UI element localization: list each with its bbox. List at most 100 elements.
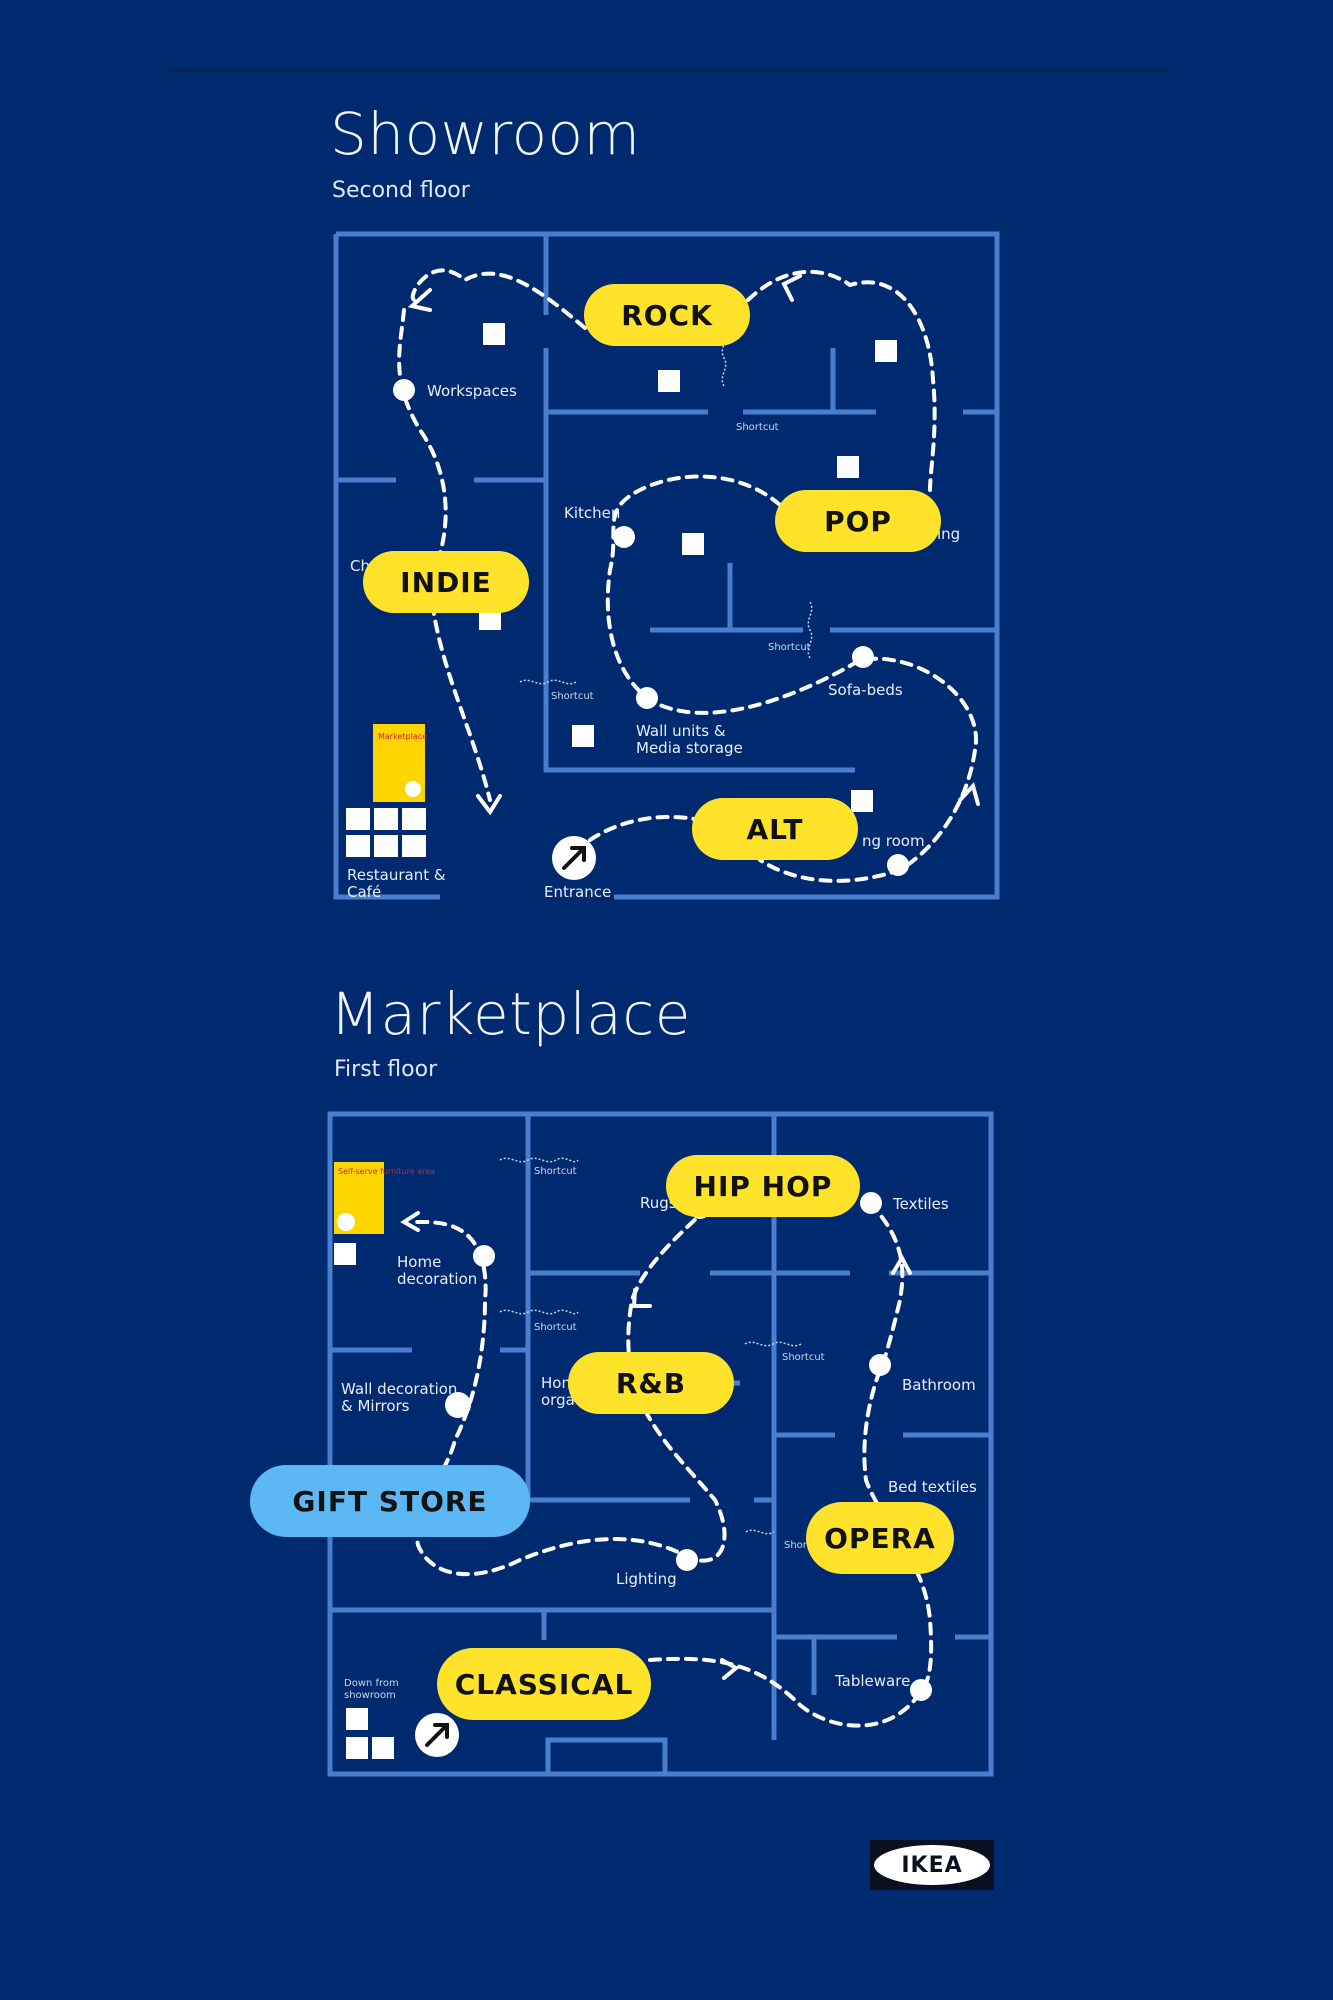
info-icon xyxy=(837,456,859,478)
stop-dot-wall-units xyxy=(636,687,658,709)
genre-pill-pop[interactable]: POP xyxy=(775,490,941,552)
label-down-1: Down from xyxy=(344,1678,399,1689)
info-icon xyxy=(875,340,897,362)
self-serve-sign-label: Self-serve furniture area xyxy=(338,1167,435,1176)
stop-dot-kitchen xyxy=(613,526,635,548)
genre-pill-giftstore[interactable]: GIFT STORE xyxy=(250,1465,530,1537)
genre-pill-classical[interactable]: CLASSICAL xyxy=(437,1648,651,1720)
showroom-walls xyxy=(333,231,1000,900)
shortcut-squiggle xyxy=(745,1529,775,1535)
ikea-logo-text: IKEA xyxy=(901,1852,963,1878)
label-wall-deco-1: Wall decoration xyxy=(341,1380,457,1398)
shortcut-squiggle xyxy=(744,1341,802,1347)
label-kitchen: Kitchen xyxy=(564,504,620,522)
label-sofa-beds: Sofa-beds xyxy=(828,681,903,699)
showroom-title: Showroom xyxy=(330,100,641,168)
shortcut-squiggle xyxy=(807,601,813,659)
coffee-icon xyxy=(374,808,398,830)
label-wall-units-2: Media storage xyxy=(636,739,743,757)
label-down-2: showroom xyxy=(344,1690,396,1701)
label-home-deco-1: Home xyxy=(397,1253,441,1271)
stop-dot-tableware xyxy=(910,1679,932,1701)
label-textiles: Textiles xyxy=(892,1195,949,1213)
arrow-head-icon xyxy=(400,1211,420,1232)
ikea-logo: IKEA xyxy=(870,1840,994,1890)
stop-dot-workspaces xyxy=(393,379,415,401)
info-icon xyxy=(572,725,594,747)
label-wall-units-1: Wall units & xyxy=(636,722,726,740)
label-shortcut-2: Shortcut xyxy=(768,642,811,653)
stairs-icon xyxy=(402,808,426,830)
label-lighting: Lighting xyxy=(616,1570,677,1588)
label-bathroom: Bathroom xyxy=(902,1376,976,1394)
marketplace-sign-label: Marketplace xyxy=(378,732,427,741)
top-divider xyxy=(168,70,1168,71)
label-workspaces: Workspaces xyxy=(427,382,517,400)
arrow-head-icon xyxy=(476,794,502,816)
genre-pill-indie[interactable]: INDIE xyxy=(363,551,529,613)
label-shortcut-3: Shortcut xyxy=(551,691,594,702)
marketplace-walls xyxy=(327,1111,994,1777)
genre-pill-rock[interactable]: ROCK xyxy=(584,284,750,346)
shortcut-squiggle xyxy=(499,1309,579,1315)
arrow-left-icon xyxy=(337,1213,355,1231)
shortcut-squiggle xyxy=(499,1157,579,1163)
info-icon xyxy=(682,533,704,555)
genre-pill-rnb[interactable]: R&B xyxy=(568,1352,734,1414)
arrow-down-right-icon xyxy=(405,781,421,797)
label-restaurant-1: Restaurant & xyxy=(347,866,446,884)
genre-pill-hiphop[interactable]: HIP HOP xyxy=(666,1155,860,1217)
stop-dot-living-room xyxy=(887,854,909,876)
arrow-head-icon xyxy=(407,288,432,312)
arrow-head-icon xyxy=(781,274,802,302)
label-restaurant-2: Café xyxy=(347,883,381,901)
info-icon xyxy=(851,790,873,812)
elevator-icon xyxy=(346,1708,368,1730)
label-shortcut-3: Shortcut xyxy=(782,1352,825,1363)
genre-pill-opera[interactable]: OPERA xyxy=(806,1502,954,1574)
arrow-up-right-icon xyxy=(562,846,586,870)
ikea-logo-oval: IKEA xyxy=(874,1845,990,1885)
label-rugs: Rugs xyxy=(640,1194,677,1212)
stop-dot-sofa-beds xyxy=(852,646,874,668)
route-entrance xyxy=(588,814,702,842)
arrow-head-icon xyxy=(631,1288,652,1308)
label-wall-deco-2: & Mirrors xyxy=(341,1397,410,1415)
stop-dot-bathroom xyxy=(869,1354,891,1376)
marketplace-map: Self-serve furniture area Shortcut Short… xyxy=(327,1111,994,1777)
amenity-icons xyxy=(346,808,426,857)
showroom-subtitle: Second floor xyxy=(332,178,470,203)
label-home-org-2: orga xyxy=(541,1391,575,1409)
info-icons xyxy=(479,323,897,812)
cart-icon xyxy=(334,1243,356,1265)
label-shortcut-1: Shortcut xyxy=(736,422,779,433)
label-bed-textiles: Bed textiles xyxy=(888,1478,977,1496)
route-right xyxy=(648,1201,934,1728)
label-home-org-1: Hom xyxy=(541,1374,576,1392)
label-living-room: ng room xyxy=(862,832,925,850)
route-left xyxy=(397,268,587,802)
marketplace-title: Marketplace xyxy=(330,980,691,1048)
stop-dot-textiles xyxy=(860,1192,882,1214)
restaurant-icon xyxy=(346,808,370,830)
stop-dot-lighting xyxy=(676,1549,698,1571)
info-icon xyxy=(479,608,501,630)
stairs-icon xyxy=(346,1737,368,1759)
label-tableware: Tableware xyxy=(834,1672,910,1690)
route-middle xyxy=(605,474,979,883)
elevator-icon xyxy=(402,835,426,857)
label-shortcut-1: Shortcut xyxy=(534,1166,577,1177)
label-dining: ing xyxy=(937,525,960,543)
genre-pill-alt[interactable]: ALT xyxy=(692,798,858,860)
label-shortcut-4: Short xyxy=(784,1540,811,1551)
info-icon xyxy=(483,323,505,345)
arrow-head-icon xyxy=(720,1658,740,1680)
family-icon xyxy=(374,835,398,857)
label-entrance: Entrance xyxy=(544,883,611,901)
arrow-up-right-icon xyxy=(425,1723,449,1747)
info-icon xyxy=(658,370,680,392)
arrow-head-icon xyxy=(891,1253,912,1275)
shortcut-squiggle xyxy=(519,679,577,685)
label-home-deco-2: decoration xyxy=(397,1270,477,1288)
marketplace-subtitle: First floor xyxy=(334,1057,438,1082)
